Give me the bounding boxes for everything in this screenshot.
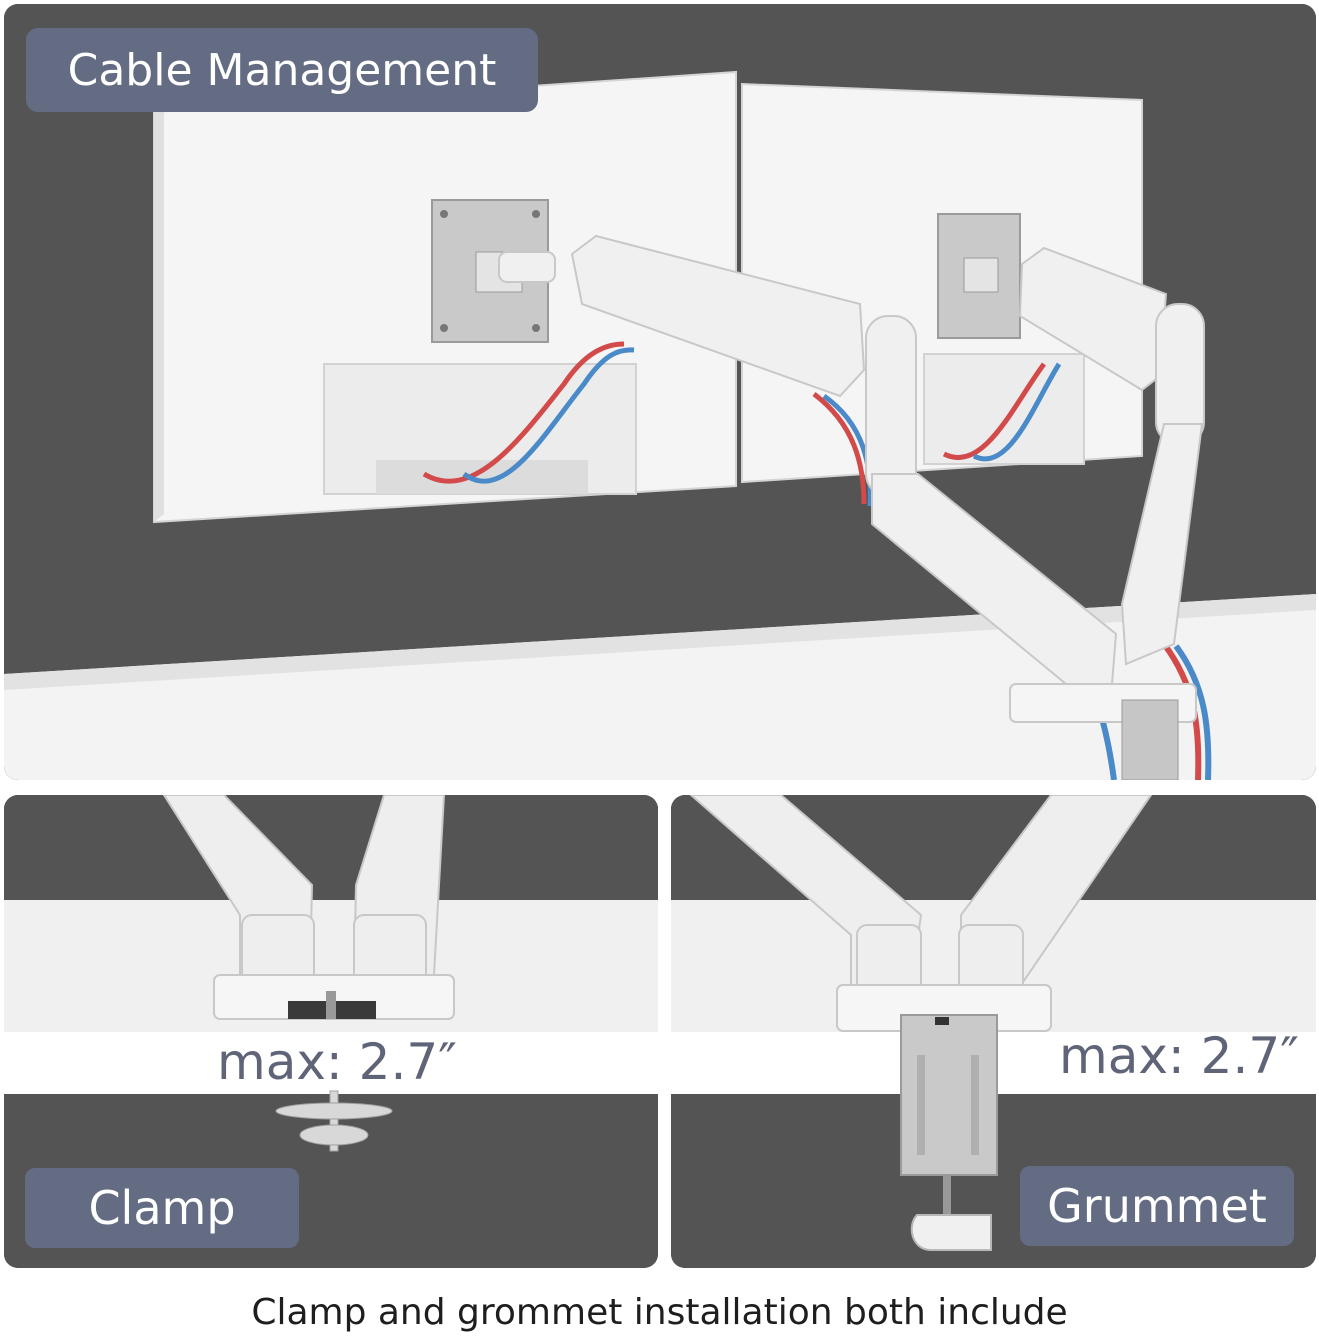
clamp-label: Clamp [25, 1168, 299, 1248]
grommet-label: Grummet [1020, 1166, 1294, 1246]
dual-monitor-arm-illustration [4, 4, 1316, 780]
grommet-max-thickness: max: 2.7″ [1059, 1027, 1299, 1085]
clamp-max-thickness: max: 2.7″ [217, 1033, 457, 1091]
grommet-mount-illustration [671, 795, 1316, 1268]
desk-surface [4, 594, 1316, 780]
grommet-bracket-icon [900, 1014, 998, 1251]
right-monitor-arm [1018, 246, 1205, 666]
desk-mount-base [1009, 683, 1197, 780]
cable-management-label: Cable Management [26, 28, 538, 112]
left-monitor-arm [498, 234, 1118, 685]
clamp-screw-icon [275, 1090, 393, 1152]
cable-management-panel: Cable Management [4, 4, 1316, 780]
vesa-plate-right [937, 213, 1021, 339]
installation-caption: Clamp and grommet installation both incl… [251, 1292, 1068, 1333]
clamp-panel: max: 2.7″ Clamp [4, 795, 658, 1268]
grommet-panel: max: 2.7″ Grummet [671, 795, 1316, 1268]
